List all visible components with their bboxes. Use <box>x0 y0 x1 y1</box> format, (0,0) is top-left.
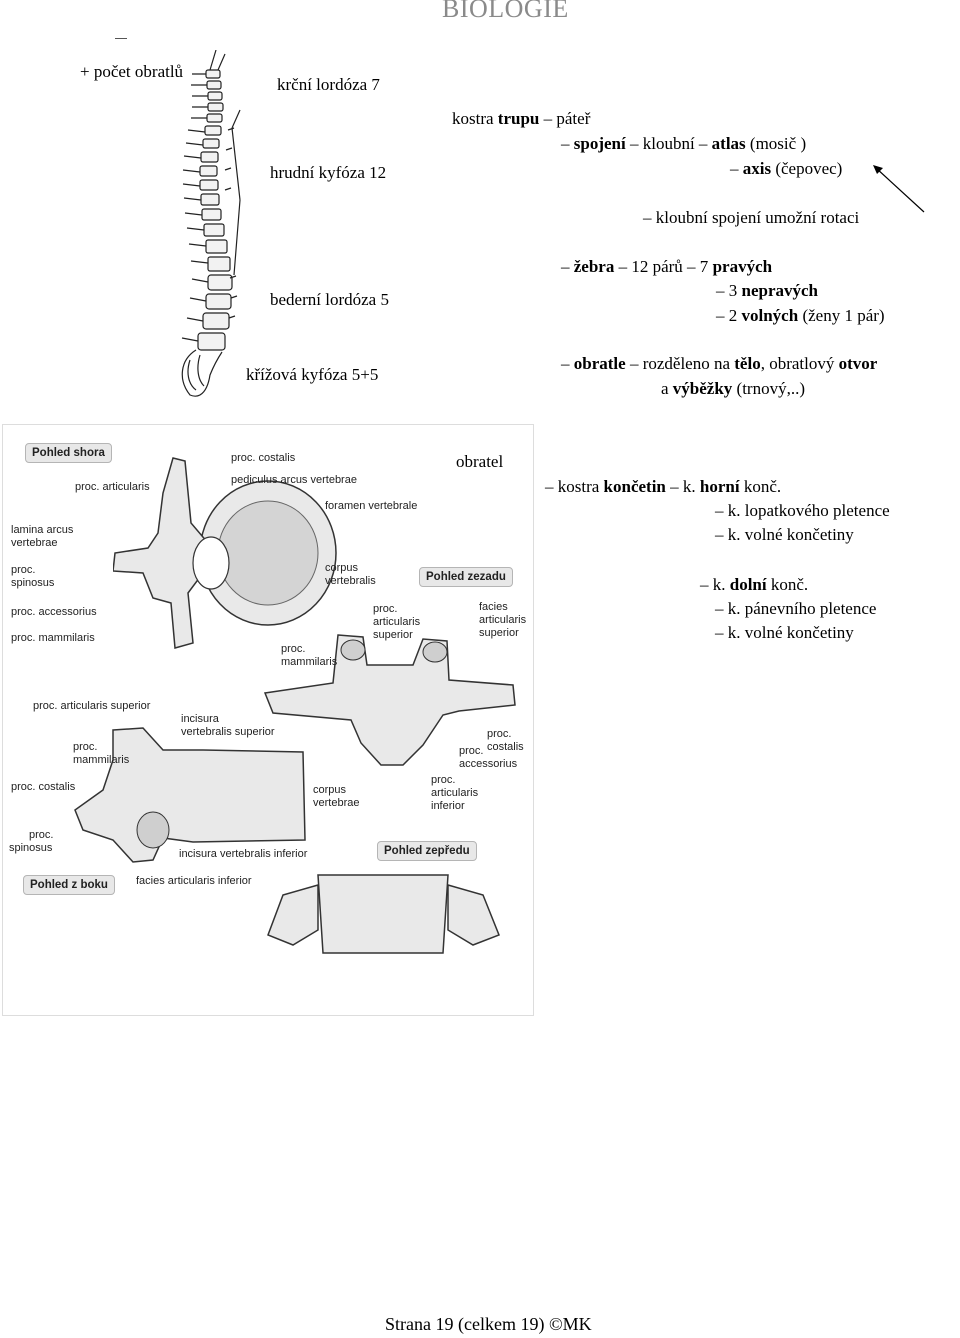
vertebra-count-label: + počet obratlů <box>80 62 184 81</box>
label-pcost-left: proc. costalis <box>11 781 76 793</box>
trunk-line-1: kostra trupu – páteř <box>452 109 591 128</box>
label-accessorius-top: proc. accessorius <box>11 606 97 618</box>
label-corpus-side-1: corpus <box>313 784 347 796</box>
trunk-line-8: – obratle – rozděleno na tělo, obratlový… <box>561 354 878 373</box>
vertebra-side-view <box>74 727 306 863</box>
label-inc-sup-1: incisura <box>181 713 219 725</box>
label-spinosus-top-2: spinosus <box>11 577 55 589</box>
badge-pohled-zezadu: Pohled zezadu <box>419 567 513 587</box>
label-pediculus: pediculus arcus vertebrae <box>231 474 357 486</box>
label-pai-1: proc. <box>431 774 456 786</box>
limbs-line-6: – k. volné končetiny <box>715 623 854 642</box>
obratel-label: obratel <box>456 452 504 471</box>
label-fas-back-2: articularis <box>479 614 527 626</box>
spine-illustration <box>181 50 241 397</box>
label-fas-back-1: facies <box>479 601 508 613</box>
header-dash <box>115 38 127 39</box>
label-pai-3: inferior <box>431 800 465 812</box>
spine-sacral-label: křížová kyfóza 5+5 <box>246 365 379 384</box>
label-pm-back-2: mammilaris <box>281 656 338 668</box>
label-pacc-right-1: proc. <box>459 745 484 757</box>
label-foramen: foramen vertebrale <box>325 500 418 512</box>
vertebra-back-view <box>263 634 516 766</box>
trunk-line-4: – kloubní spojení umožní rotaci <box>643 208 860 227</box>
page-footer: Strana 19 (celkem 19) ©MK <box>385 1314 592 1334</box>
vertebra-top-view <box>113 457 337 649</box>
label-corpus-side-2: vertebrae <box>313 797 360 809</box>
label-pcost-right-2: costalis <box>487 741 524 753</box>
label-pas-back-3: superior <box>373 629 413 641</box>
label-pai-2: articularis <box>431 787 479 799</box>
spine-lumbar-label: bederní lordóza 5 <box>270 290 389 309</box>
limbs-line-1: – kostra končetin – k. horní konč. <box>545 477 782 496</box>
limbs-line-3: – k. volné končetiny <box>715 525 854 544</box>
label-ps-side-1: proc. <box>29 829 54 841</box>
label-lamina-1: lamina arcus <box>11 524 74 536</box>
label-pm-side-2: mammilaris <box>73 754 130 766</box>
label-corpus-top-2: vertebralis <box>325 575 376 587</box>
label-inc-inf: incisura vertebralis inferior <box>179 848 308 860</box>
spine-cervical-label: krční lordóza 7 <box>277 75 380 94</box>
label-lamina-2: vertebrae <box>11 537 58 549</box>
label-pas-side: proc. articularis superior <box>33 700 151 712</box>
vertebra-figure: Pohled shora Pohled zezadu Pohled z boku… <box>2 424 534 1016</box>
label-ps-side-2: spinosus <box>9 842 53 854</box>
label-inc-sup-2: vertebralis superior <box>181 726 275 738</box>
label-pm-back-1: proc. <box>281 643 306 655</box>
trunk-line-6: – 3 nepravých <box>716 281 818 300</box>
limbs-line-4: – k. dolní konč. <box>700 575 809 594</box>
trunk-line-5: – žebra – 12 párů – 7 pravých <box>561 257 773 276</box>
trunk-line-7: – 2 volných (ženy 1 pár) <box>716 306 885 325</box>
page-header-title: BIOLOGIE <box>442 0 569 23</box>
label-proc-costalis-top: proc. costalis <box>231 452 296 464</box>
trunk-line-3: – axis (čepovec) <box>730 159 843 178</box>
label-pacc-right-2: accessorius <box>459 758 518 770</box>
label-pas-back-1: proc. <box>373 603 398 615</box>
label-pcost-right-1: proc. <box>487 728 512 740</box>
spine-thoracic-label: hrudní kyfóza 12 <box>270 163 387 182</box>
badge-pohled-shora: Pohled shora <box>25 443 112 463</box>
label-fai: facies articularis inferior <box>136 875 252 887</box>
rotation-arrow <box>873 165 925 213</box>
label-spinosus-top-1: proc. <box>11 564 36 576</box>
label-corpus-top-1: corpus <box>325 562 359 574</box>
limbs-line-2: – k. lopatkového pletence <box>715 501 890 520</box>
label-mammilaris-top: proc. mammilaris <box>11 632 95 644</box>
badge-pohled-z-boku: Pohled z boku <box>23 875 115 895</box>
label-proc-articularis-top: proc. articularis <box>75 481 150 493</box>
trunk-line-2: – spojení – kloubní – atlas (mosič ) <box>561 134 807 153</box>
vertebra-front-view <box>267 874 500 954</box>
trunk-line-9: a výběžky (trnový,..) <box>661 379 806 398</box>
badge-pohled-zepredu: Pohled zepředu <box>377 841 477 861</box>
label-pas-back-2: articularis <box>373 616 421 628</box>
label-fas-back-3: superior <box>479 627 519 639</box>
limbs-line-5: – k. pánevního pletence <box>715 599 877 618</box>
label-pm-side-1: proc. <box>73 741 98 753</box>
